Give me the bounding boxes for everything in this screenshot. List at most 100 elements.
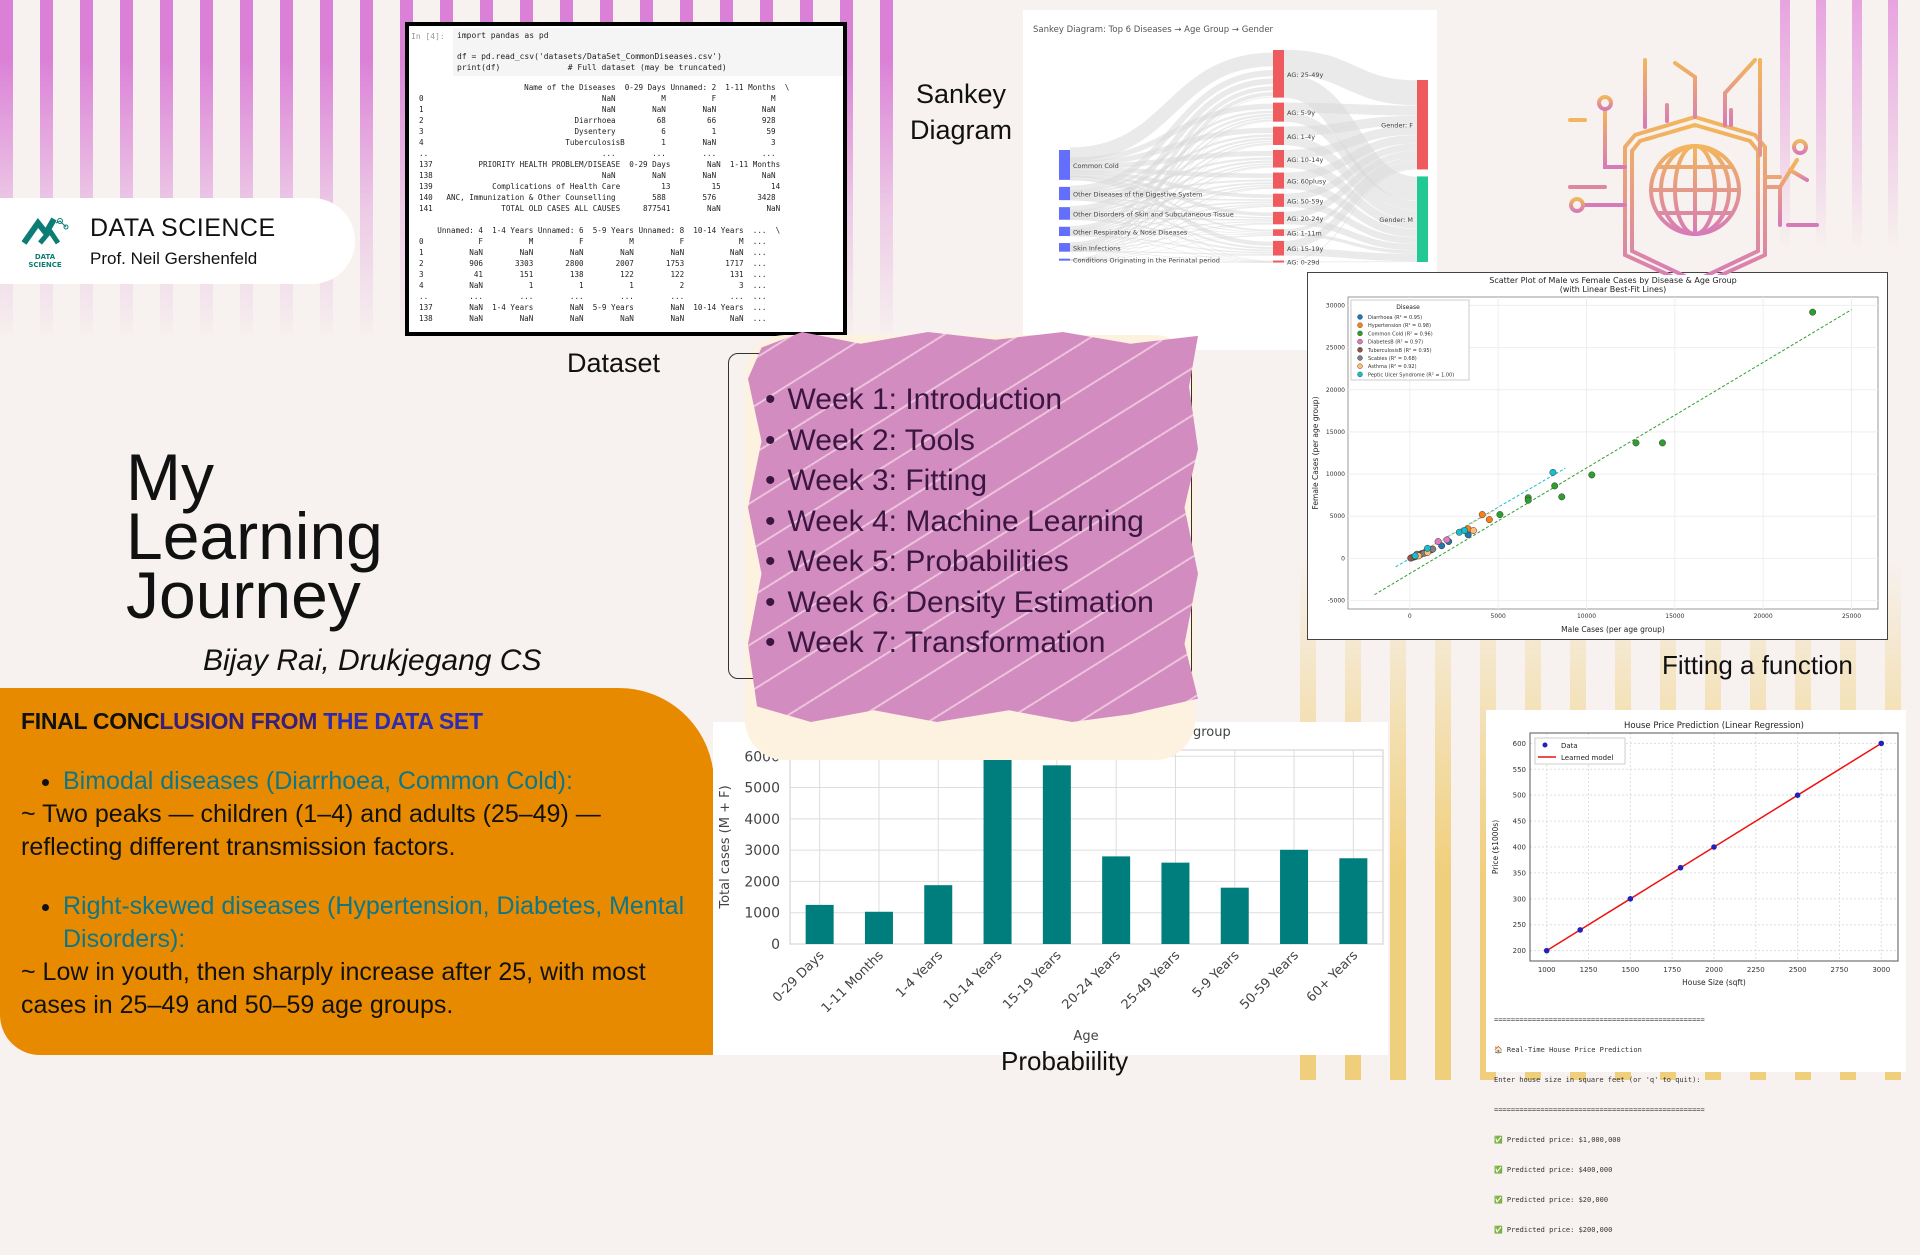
x-tick-label: 0-29 Days — [770, 948, 827, 1005]
legend-marker — [1358, 364, 1363, 369]
sankey-age-node — [1273, 150, 1284, 168]
y-tick-label: 5000 — [1330, 513, 1345, 520]
data-science-logo-icon — [20, 213, 70, 247]
x-tick-label: 10000 — [1577, 613, 1596, 620]
sankey-source-node — [1059, 207, 1070, 220]
author-name: Bijay Rai, Drukjegang CS — [203, 644, 541, 678]
bar — [1339, 858, 1367, 944]
y-axis-label: Total cases (M + F) — [718, 785, 733, 909]
chart-title: Scatter Plot of Male vs Female Cases by … — [1489, 276, 1737, 285]
console-result: ✅ Predicted price: $20,000 — [1494, 1195, 1705, 1205]
course-title: DATA SCIENCE — [90, 214, 276, 243]
console-prompt: Enter house size in square feet (or 'q' … — [1494, 1075, 1705, 1085]
week-item: Week 6: Density Estimation — [765, 583, 1154, 624]
sankey-node-label: AG: 25-49y — [1287, 71, 1324, 79]
y-tick-label: 0 — [1341, 555, 1345, 562]
weeks-list: Week 1: Introduction Week 2: Tools Week … — [765, 380, 1154, 664]
sankey-gender-node — [1417, 176, 1428, 262]
console-result: ✅ Predicted price: $1,000,000 — [1494, 1135, 1705, 1145]
chart-title-fragment: group — [1193, 725, 1231, 740]
sankey-node-label: AG: 60plusy — [1287, 178, 1326, 186]
sankey-age-node — [1273, 173, 1284, 189]
data-point — [1412, 553, 1418, 559]
console-heading: 🏠 Real-Time House Price Prediction — [1494, 1045, 1705, 1055]
data-point — [1589, 472, 1595, 478]
dataset-label: Dataset — [567, 348, 660, 379]
sankey-node-label: Other Respiratory & Nose Diseases — [1073, 228, 1188, 236]
data-point — [1544, 948, 1550, 954]
x-tick-label: 50-59 Years — [1237, 948, 1302, 1013]
y-tick-label: 25000 — [1326, 345, 1345, 352]
sankey-age-node — [1273, 127, 1284, 145]
legend-label: Common Cold (R² = 0.96) — [1368, 331, 1433, 337]
console-result: ✅ Predicted price: $200,000 — [1494, 1225, 1705, 1235]
cyber-globe-shield-icon — [1555, 55, 1845, 275]
week-item: Week 5: Probabilities — [765, 542, 1154, 583]
data-point — [1444, 537, 1450, 543]
chart-title: House Price Prediction (Linear Regressio… — [1624, 721, 1804, 731]
sankey-node-label: AG: 5-9y — [1287, 109, 1315, 117]
house-price-chart: House Price Prediction (Linear Regressio… — [1486, 710, 1906, 1072]
dataset-notebook-screenshot: In [4]: import pandas as pd df = pd.read… — [405, 22, 847, 336]
sankey-source-node — [1059, 187, 1070, 200]
sankey-node-label: AG: 20-24y — [1287, 215, 1324, 223]
data-point — [1486, 516, 1492, 522]
sankey-gender-node — [1417, 80, 1428, 169]
sankey-node-label: AG: 10-14y — [1287, 156, 1324, 164]
legend-marker — [1358, 339, 1363, 344]
legend-title: Disease — [1396, 304, 1420, 311]
bar — [865, 912, 893, 944]
sankey-node-label: AG: 0-29d — [1287, 259, 1320, 267]
x-tick-label: 2250 — [1747, 966, 1765, 974]
probability-label: Probabiility — [1001, 1047, 1128, 1075]
y-axis-label: Price ($1000s) — [1491, 820, 1500, 874]
scatter-plot: Scatter Plot of Male vs Female Cases by … — [1307, 272, 1888, 640]
sankey-node-label: AG: 1-11m — [1287, 230, 1322, 238]
y-tick-label: 3000 — [744, 843, 780, 859]
x-tick-label: 10-14 Years — [941, 948, 1006, 1013]
legend-marker — [1358, 315, 1363, 320]
data-point — [1659, 440, 1665, 446]
x-tick-label: 5-9 Years — [1190, 948, 1243, 1001]
week-item: Week 1: Introduction — [765, 380, 1154, 421]
data-point — [1678, 865, 1684, 871]
x-tick-label: 1250 — [1580, 966, 1598, 974]
data-point — [1711, 844, 1717, 850]
x-tick-label: 0 — [1408, 613, 1412, 620]
x-tick-label: 60+ Years — [1304, 948, 1361, 1005]
sankey-label: Sankey Diagram — [910, 76, 1012, 148]
course-badge: DATA SCIENCE DATA SCIENCE Prof. Neil Ger… — [0, 198, 355, 284]
sankey-node-label: AG: 15-19y — [1287, 245, 1324, 253]
x-tick-label: 15000 — [1665, 613, 1684, 620]
x-tick-label: 25000 — [1842, 613, 1861, 620]
sankey-node-label: Skin Infections — [1073, 244, 1121, 252]
sankey-node-label: Other Disorders of Skin and Subcutaneous… — [1073, 210, 1234, 218]
sankey-label-line: Sankey — [910, 76, 1012, 112]
y-tick-label: 600 — [1513, 740, 1526, 748]
legend-marker — [1358, 372, 1363, 377]
x-tick-label: 2750 — [1831, 966, 1849, 974]
sankey-age-node — [1273, 50, 1284, 98]
legend-label: DiabetesB (R² = 0.97) — [1368, 340, 1423, 346]
sankey-node-label: Gender: M — [1379, 216, 1413, 224]
y-tick-label: 250 — [1513, 921, 1526, 929]
x-tick-label: 1000 — [1538, 966, 1556, 974]
page-title: My Learning Journey — [126, 448, 383, 625]
sankey-source-node — [1059, 150, 1070, 180]
x-tick-label: 1750 — [1663, 966, 1681, 974]
y-tick-label: 2000 — [744, 874, 780, 890]
sankey-node-label: Other Diseases of the Digestive System — [1073, 191, 1202, 199]
sankey-age-node — [1273, 194, 1284, 207]
x-tick-label: 1500 — [1621, 966, 1639, 974]
sankey-node-label: Common Cold — [1073, 162, 1119, 170]
bar — [1161, 863, 1189, 944]
x-axis-label: Age — [1073, 1029, 1098, 1044]
logo-text: DATA SCIENCE — [20, 253, 70, 269]
sankey-age-node — [1273, 261, 1284, 263]
legend-label: TuberculosisB (R² = 0.95) — [1367, 348, 1432, 354]
bar — [806, 905, 834, 944]
chart-subtitle: (with Linear Best-Fit Lines) — [1560, 285, 1667, 294]
sankey-node-label: AG: 50-59y — [1287, 197, 1324, 205]
x-tick-label: 5000 — [1491, 613, 1506, 620]
y-tick-label: 5000 — [744, 781, 780, 797]
